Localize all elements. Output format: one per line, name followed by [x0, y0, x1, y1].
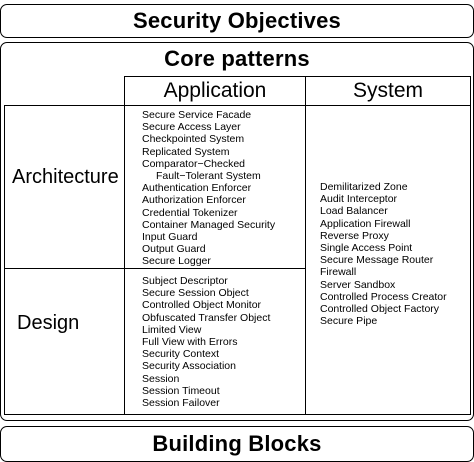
column-header-application: Application	[124, 76, 306, 106]
list-item: Single Access Point	[320, 242, 413, 255]
column-header-system-label: System	[352, 79, 423, 102]
list-item: Subject Descriptor	[142, 275, 228, 287]
list-item: Secure Logger	[142, 255, 211, 268]
system-list: Demilitarized Zone Audit Interceptor Loa…	[320, 181, 447, 327]
list-item: Security Association	[142, 360, 236, 373]
core-patterns-title: Core patterns	[0, 44, 474, 74]
row-header-design: Design	[17, 312, 80, 334]
column-header-system: System	[305, 76, 471, 106]
list-item: Input Guard	[142, 231, 198, 244]
list-item: Full View with Errors	[142, 336, 238, 349]
application-architecture-list: Secure Service Facade Secure Access Laye…	[142, 109, 275, 268]
list-item: Secure Session Object	[142, 287, 249, 300]
row-design-header-cell	[4, 268, 125, 415]
security-objectives-title: Security Objectives	[132, 8, 341, 33]
list-item: Authentication Enforcer	[142, 182, 252, 195]
list-item: Session Failover	[142, 397, 220, 410]
application-design-list: Subject Descriptor Secure Session Object…	[142, 275, 270, 409]
list-item: Session	[142, 372, 180, 385]
list-item: Session Timeout	[142, 384, 220, 397]
list-item: Output Guard	[142, 243, 206, 256]
building-blocks-title: Building Blocks	[152, 431, 322, 456]
list-item: Security Context	[142, 348, 220, 361]
list-item: Load Balancer	[320, 205, 388, 218]
column-header-application-label: Application	[163, 79, 267, 102]
list-item: Fault−Tolerant System	[156, 170, 261, 183]
list-item: Secure Message Router	[320, 254, 434, 267]
list-item: Controlled Process Creator	[320, 290, 447, 303]
list-item: Container Managed Security	[142, 218, 276, 231]
building-blocks-banner: Building Blocks	[0, 426, 474, 462]
list-item: Secure Access Layer	[142, 121, 241, 134]
list-item: Obfuscated Transfer Object	[142, 311, 271, 324]
list-item: Checkpointed System	[142, 133, 245, 146]
core-patterns-label: Core patterns	[164, 46, 310, 71]
row-header-architecture: Architecture	[12, 166, 119, 188]
list-item: Secure Service Facade	[142, 109, 252, 121]
list-item: Server Sandbox	[320, 278, 396, 291]
list-item: Reverse Proxy	[320, 229, 389, 242]
list-item: Comparator−Checked	[142, 157, 246, 170]
list-item: Replicated System	[142, 145, 230, 158]
list-item: Application Firewall	[320, 217, 411, 230]
list-item: Controlled Object Monitor	[142, 299, 262, 312]
list-item: Controlled Object Factory	[320, 303, 440, 316]
list-item: Demilitarized Zone	[320, 181, 408, 193]
list-item: Authorization Enforcer	[142, 194, 246, 207]
list-item: Credential Tokenizer	[142, 206, 238, 219]
list-item: Audit Interceptor	[320, 193, 398, 206]
list-item: Secure Pipe	[320, 315, 378, 328]
list-item: Limited View	[142, 323, 202, 336]
cell-system	[305, 105, 471, 415]
security-objectives-banner: Security Objectives	[0, 4, 474, 38]
list-item: Firewall	[320, 266, 357, 279]
